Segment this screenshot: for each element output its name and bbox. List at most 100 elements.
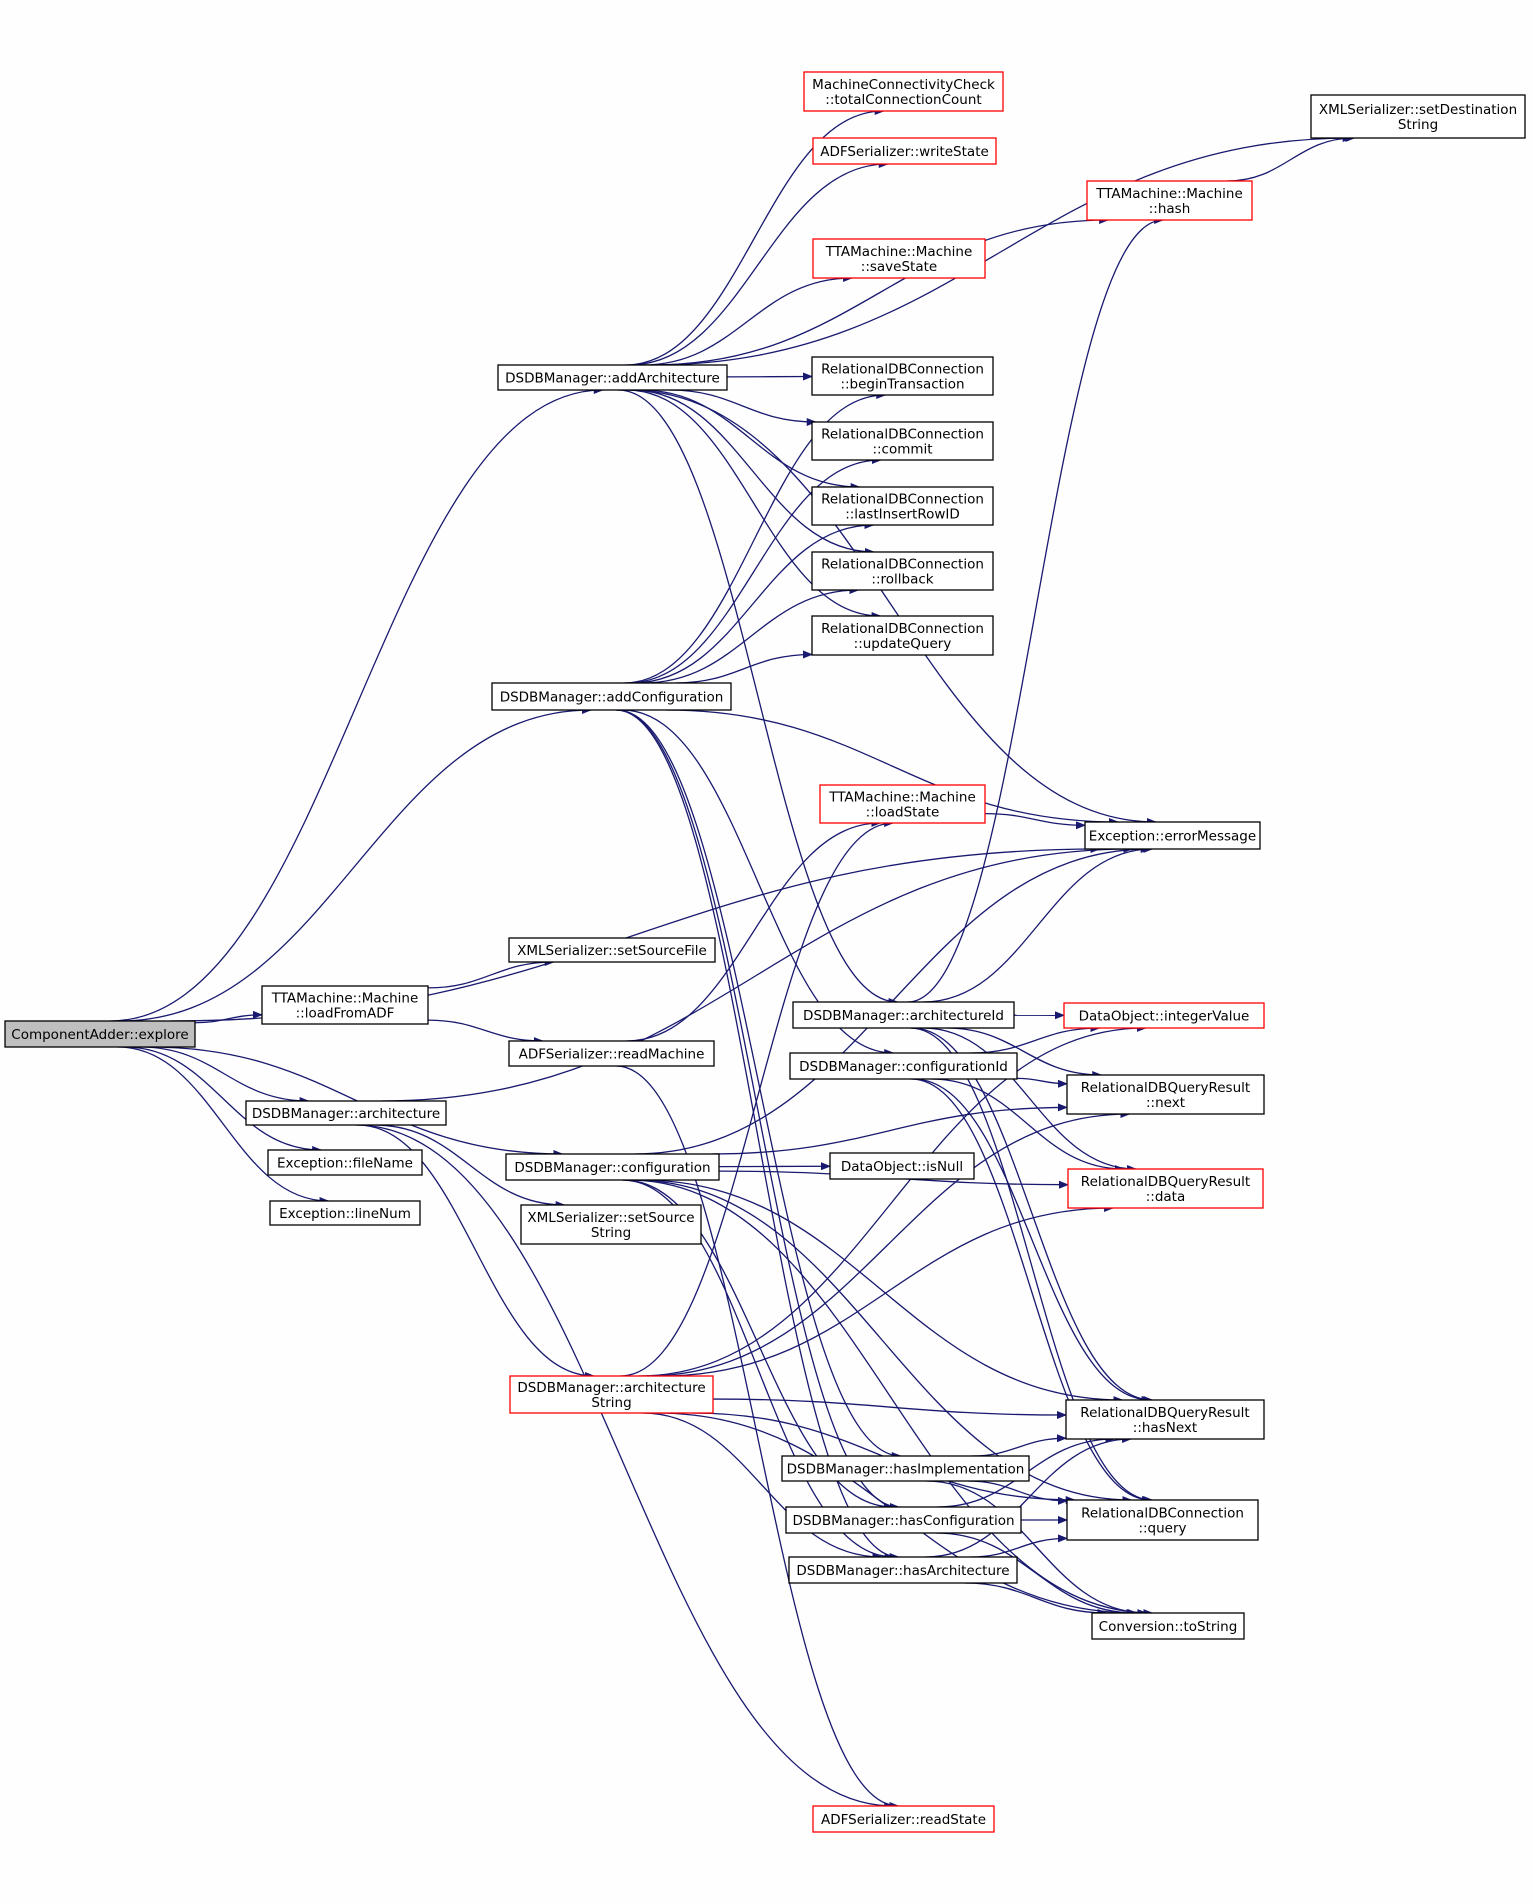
node-archId[interactable]: DSDBManager::architectureId <box>792 1001 1015 1029</box>
node-beginTx[interactable]: RelationalDBConnection::beginTransaction <box>811 356 994 396</box>
edge-layer <box>110 107 1356 1810</box>
node-errorMessage[interactable]: Exception::errorMessage <box>1084 821 1261 850</box>
node-box-root <box>4 1020 196 1048</box>
node-hash[interactable]: TTAMachine::Machine::hash <box>1086 180 1253 221</box>
node-hasConf[interactable]: DSDBManager::hasConfiguration <box>785 1506 1022 1534</box>
node-label-errorMessage-0: Exception::errorMessage <box>1089 829 1256 845</box>
node-addArch[interactable]: DSDBManager::addArchitecture <box>497 364 728 391</box>
node-label-readMachine-0: ADFSerializer::readMachine <box>519 1047 705 1063</box>
node-label-commit-1: ::commit <box>872 442 932 458</box>
edge-confId-to-query <box>910 1078 1153 1504</box>
edge-archId-to-data <box>923 1027 1138 1173</box>
edge-addConf-to-confId <box>622 709 895 1057</box>
node-box-lineNum <box>269 1200 421 1226</box>
edge-readMachine-to-loadState <box>626 819 882 1042</box>
node-label-loadState-1: ::loadState <box>866 805 940 821</box>
node-hasNext[interactable]: RelationalDBQueryResult::hasNext <box>1065 1399 1265 1440</box>
node-commit[interactable]: RelationalDBConnection::commit <box>811 421 994 461</box>
edge-architecture-to-readState <box>355 1124 895 1810</box>
edge-root-to-fileName <box>124 1046 323 1154</box>
edge-addArch-to-setDest <box>651 134 1353 366</box>
node-root[interactable]: ComponentAdder::explore <box>4 1020 196 1048</box>
node-setSourceFile[interactable]: XMLSerializer::setSourceFile <box>508 937 716 963</box>
edge-hasImpl-to-query <box>967 1480 1068 1505</box>
edge-addConf-to-rollback <box>642 586 860 684</box>
node-label-hash-0: TTAMachine::Machine <box>1095 186 1243 202</box>
node-query[interactable]: RelationalDBConnection::query <box>1066 1499 1259 1541</box>
node-updateQuery[interactable]: RelationalDBConnection::updateQuery <box>811 615 994 656</box>
edge-readMachine-to-readState <box>616 1065 900 1810</box>
node-saveState[interactable]: TTAMachine::Machine::saveState <box>812 238 986 279</box>
node-lineNum[interactable]: Exception::lineNum <box>269 1200 421 1226</box>
node-box-readState <box>812 1805 995 1833</box>
node-box-fileName <box>267 1149 423 1176</box>
node-integerValue[interactable]: DataObject::integerValue <box>1063 1002 1265 1029</box>
node-box-writeState <box>812 137 997 165</box>
node-label-beginTx-1: ::beginTransaction <box>840 377 964 393</box>
node-label-integerValue-0: DataObject::integerValue <box>1079 1009 1250 1025</box>
node-isNull[interactable]: DataObject::isNull <box>829 1152 975 1180</box>
node-label-loadState-0: TTAMachine::Machine <box>828 790 976 806</box>
node-box-query <box>1066 1499 1259 1541</box>
node-label-lastInsert-1: ::lastInsertRowID <box>845 507 960 523</box>
node-hasImpl[interactable]: DSDBManager::hasImplementation <box>781 1455 1030 1482</box>
edge-archString-to-hasNext <box>712 1398 1067 1420</box>
node-label-hasNext-1: ::hasNext <box>1133 1420 1197 1436</box>
node-rollback[interactable]: RelationalDBConnection::rollback <box>811 551 994 591</box>
node-mcc[interactable]: MachineConnectivityCheck::totalConnectio… <box>803 71 1004 112</box>
node-loadFromADF[interactable]: TTAMachine::Machine::loadFromADF <box>261 985 429 1025</box>
node-toString[interactable]: Conversion::toString <box>1091 1612 1245 1640</box>
node-box-hasConf <box>785 1506 1022 1534</box>
node-label-hash-1: ::hash <box>1149 201 1191 217</box>
edge-archString-to-integerValue <box>638 1024 1147 1377</box>
edge-confId-to-data <box>931 1078 1125 1173</box>
node-label-lineNum-0: Exception::lineNum <box>279 1206 411 1222</box>
node-addConf[interactable]: DSDBManager::addConfiguration <box>491 682 732 711</box>
node-configuration[interactable]: DSDBManager::configuration <box>505 1153 720 1181</box>
edge-addArch-to-errorMessage <box>627 389 1157 826</box>
node-label-addConf-0: DSDBManager::addConfiguration <box>500 690 724 706</box>
node-label-next-0: RelationalDBQueryResult <box>1081 1080 1250 1096</box>
node-label-loadFromADF-0: TTAMachine::Machine <box>271 991 419 1007</box>
node-layer: ComponentAdder::explore DSDBManager::addA… <box>4 71 1526 1833</box>
node-label-commit-0: RelationalDBConnection <box>821 427 984 443</box>
node-lastInsert[interactable]: RelationalDBConnection::lastInsertRowID <box>811 486 994 526</box>
edge-root-to-loadFromADF <box>194 1010 263 1024</box>
node-label-hasImpl-0: DSDBManager::hasImplementation <box>787 1462 1025 1478</box>
edge-addArch-to-mcc <box>625 107 885 366</box>
node-architecture[interactable]: DSDBManager::architecture <box>245 1100 447 1126</box>
edge-configuration-to-query <box>632 1179 1133 1504</box>
edge-addConf-to-errorMessage <box>665 709 1120 826</box>
node-fileName[interactable]: Exception::fileName <box>267 1149 423 1176</box>
node-label-mcc-1: ::totalConnectionCount <box>825 92 981 108</box>
node-label-setSourceString-1: String <box>591 1225 631 1241</box>
node-label-lastInsert-0: RelationalDBConnection <box>821 492 984 508</box>
edge-loadFromADF-to-readMachine <box>427 1019 544 1045</box>
edge-archString-to-hasArch <box>642 1412 883 1561</box>
node-box-confId <box>789 1052 1018 1080</box>
node-box-toString <box>1091 1612 1245 1640</box>
edge-addArch-to-commit <box>669 389 817 426</box>
node-readMachine[interactable]: ADFSerializer::readMachine <box>508 1040 715 1067</box>
node-label-query-0: RelationalDBConnection <box>1081 1506 1244 1522</box>
node-readState[interactable]: ADFSerializer::readState <box>812 1805 995 1833</box>
edge-addConf-to-hasImpl <box>616 709 902 1460</box>
edge-archId-to-errorMessage <box>922 845 1154 1003</box>
edge-addArch-to-hash <box>651 216 1110 366</box>
node-label-hasArch-0: DSDBManager::hasArchitecture <box>796 1563 1009 1579</box>
edge-loadState-to-errorMessage <box>984 812 1086 830</box>
edge-archId-to-hasNext <box>911 1027 1154 1404</box>
node-loadState[interactable]: TTAMachine::Machine::loadState <box>819 784 986 824</box>
node-next[interactable]: RelationalDBQueryResult::next <box>1066 1074 1265 1115</box>
node-data[interactable]: RelationalDBQueryResult::data <box>1067 1168 1264 1209</box>
node-label-data-1: ::data <box>1146 1189 1186 1205</box>
edge-archId-to-next <box>946 1027 1103 1079</box>
node-writeState[interactable]: ADFSerializer::writeState <box>812 137 997 165</box>
node-hasArch[interactable]: DSDBManager::hasArchitecture <box>788 1556 1018 1584</box>
edge-configuration-to-toString <box>628 1179 1154 1617</box>
node-confId[interactable]: DSDBManager::configurationId <box>789 1052 1018 1080</box>
node-box-hasImpl <box>781 1455 1030 1482</box>
